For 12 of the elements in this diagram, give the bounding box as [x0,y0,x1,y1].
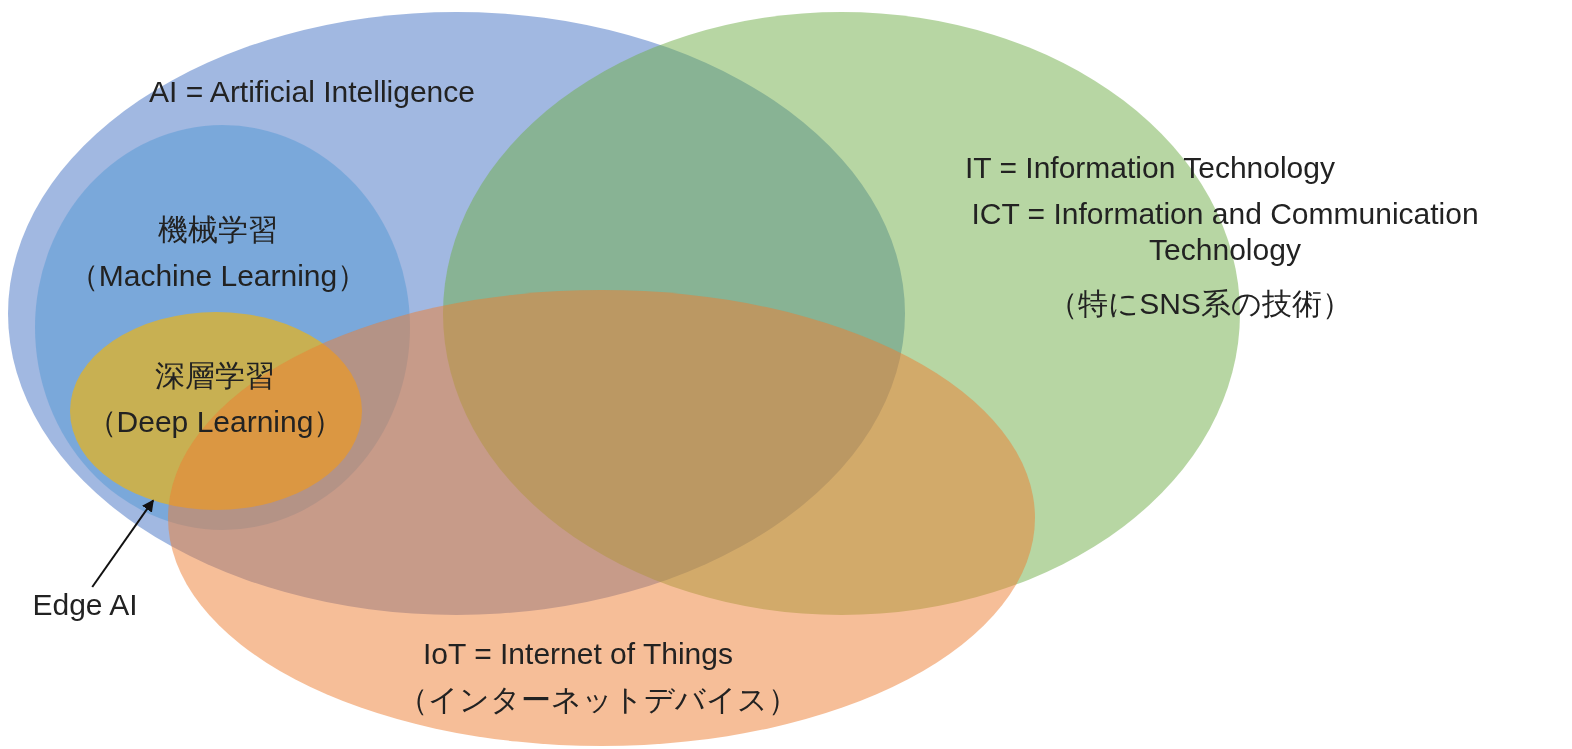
set-label: （インターネットデバイス） [398,682,798,718]
set-label: AI = Artificial Intelligence [149,74,475,110]
set-label: IoT = Internet of Things [423,636,733,672]
set-label: 機械学習 [158,212,278,248]
set-label: （Machine Learning） [68,258,368,294]
arrow [91,499,155,588]
set-label: ICT = Information and Communication Technology [970,196,1480,268]
set-label: （特にSNS系の技術） [1048,286,1352,322]
set-label: 深層学習 [155,358,275,394]
set-label: （Deep Learning） [86,404,344,440]
callout-label: Edge AI [32,587,138,623]
set-label: IT = Information Technology [965,150,1335,186]
